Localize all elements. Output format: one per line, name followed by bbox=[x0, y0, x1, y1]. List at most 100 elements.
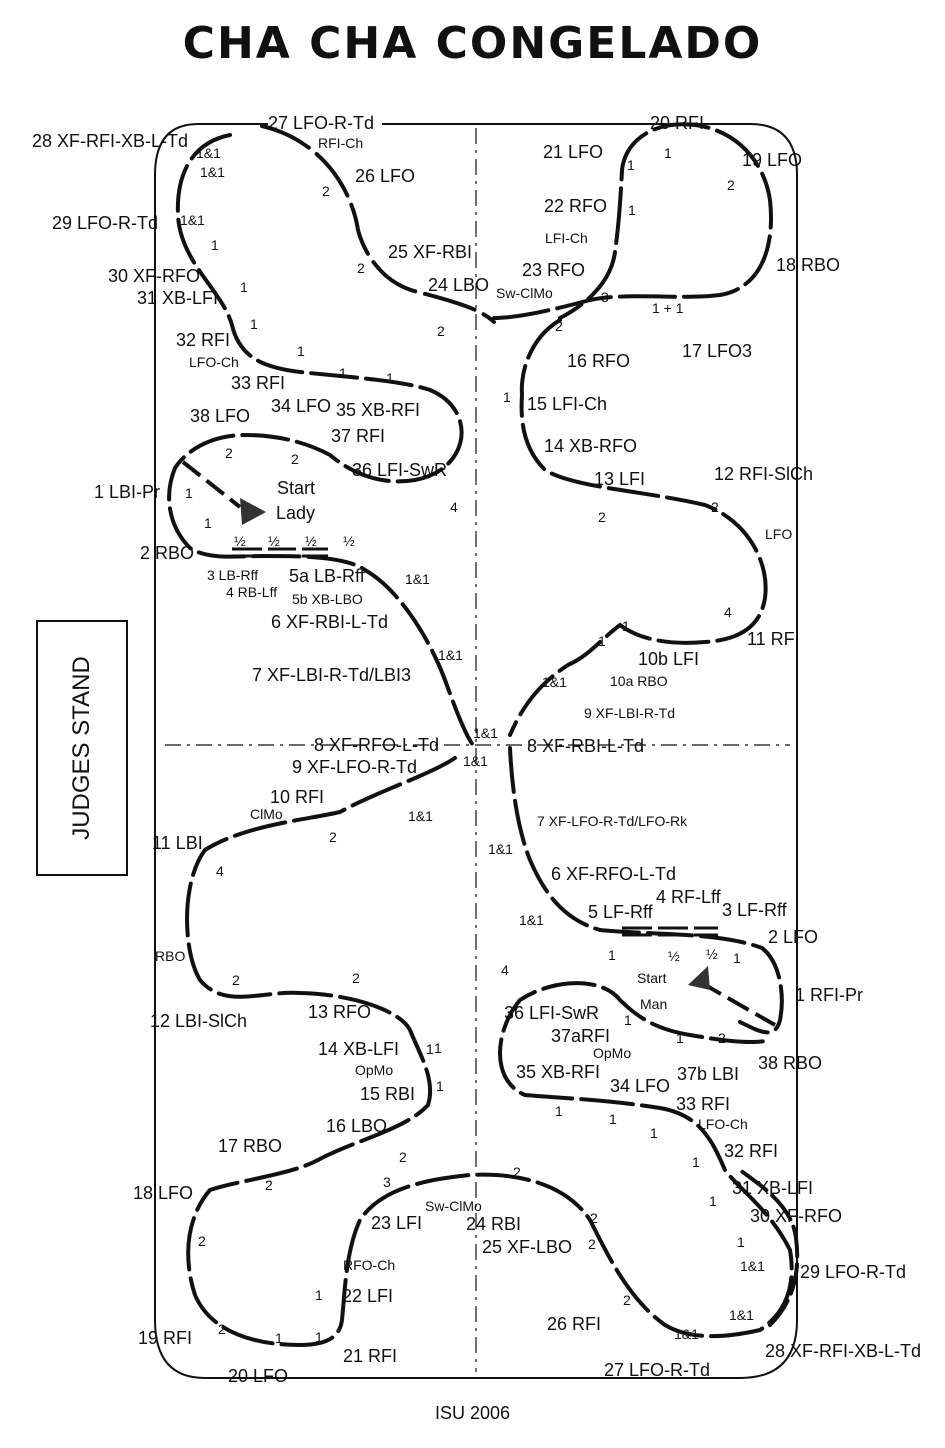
lady-step-label-59: Lady bbox=[276, 503, 315, 523]
man-step-label-69: 25 XF-LBO bbox=[482, 1237, 572, 1257]
lady-step-label-51: 13 LFI bbox=[594, 469, 645, 489]
lady-step-label-67: 3 LB-Rff bbox=[207, 567, 258, 583]
man-step-label-57: 2 bbox=[265, 1177, 273, 1193]
lady-step-label-19: 2 bbox=[322, 183, 330, 199]
man-step-label-37: OpMo bbox=[593, 1045, 631, 1061]
lady-step-label-71: 5b XB-LBO bbox=[292, 591, 363, 607]
lady-step-label-45: 37 RFI bbox=[331, 426, 385, 446]
man-step-label-32: 1 bbox=[426, 1041, 434, 1057]
lady-step-label-15: 29 LFO-R-Td bbox=[52, 213, 158, 233]
man-step-label-20: ½ bbox=[668, 948, 680, 964]
lady-step-label-22: 23 RFO bbox=[522, 260, 585, 280]
lady-step-label-82: 9 XF-LBI-R-Td bbox=[584, 705, 675, 721]
lady-step-label-8: 1 bbox=[627, 157, 635, 173]
lady-step-label-70: 4 RB-Lff bbox=[226, 584, 277, 600]
lady-step-label-11: 2 bbox=[727, 177, 735, 193]
lady-step-label-23: Sw-ClMo bbox=[496, 285, 553, 301]
lady-step-label-69: 1&1 bbox=[405, 571, 430, 587]
man-step-label-78: 1&1 bbox=[729, 1307, 754, 1323]
lady-step-label-54: 1 LBI-Pr bbox=[94, 482, 160, 502]
lady-step-label-81: 10a RBO bbox=[610, 673, 668, 689]
rink-outline bbox=[154, 123, 798, 1379]
lady-step-label-50: 36 LFI-SwR bbox=[352, 460, 447, 480]
lady-step-label-20: 2 bbox=[357, 260, 365, 276]
footer-credit: ISU 2006 bbox=[434, 1403, 511, 1423]
man-step-label-24: 4 bbox=[501, 962, 509, 978]
man-step-label-9: 11 LBI bbox=[152, 833, 203, 853]
lady-step-label-30: 2 bbox=[437, 323, 445, 339]
lady-step-label-17: 1 bbox=[211, 237, 219, 253]
lady-step-label-53: Start bbox=[277, 478, 315, 498]
man-step-label-71: 1 bbox=[737, 1234, 745, 1250]
lady-step-label-13: 22 RFO bbox=[544, 196, 607, 216]
lady-step-label-40: 1 bbox=[386, 370, 394, 386]
man-step-label-54: 32 RFI bbox=[724, 1141, 778, 1161]
lady-step-label-33: 1 bbox=[250, 316, 258, 332]
lady-step-label-5: 1&1 bbox=[200, 164, 225, 180]
man-step-label-86: 21 RFI bbox=[343, 1346, 397, 1366]
lady-step-label-10: 19 LFO bbox=[742, 150, 802, 170]
man-step-label-84: 1 bbox=[315, 1329, 323, 1345]
man-step-label-42: 37b LBI bbox=[677, 1064, 739, 1084]
man-step-label-15: 3 LF-Rff bbox=[722, 900, 788, 920]
lady-track bbox=[167, 122, 773, 750]
man-step-label-25: 2 bbox=[232, 972, 240, 988]
lady-step-label-32: 32 RFI bbox=[176, 330, 230, 350]
man-step-label-16: 1&1 bbox=[519, 912, 544, 928]
man-step-label-17: 2 LFO bbox=[768, 927, 818, 947]
man-step-label-40: OpMo bbox=[355, 1062, 393, 1078]
man-step-label-53: 2 bbox=[399, 1149, 407, 1165]
man-step-label-26: 2 bbox=[352, 970, 360, 986]
lady-step-label-16: LFI-Ch bbox=[545, 230, 588, 246]
man-step-label-11: 4 bbox=[216, 863, 224, 879]
man-step-label-76: 22 LFI bbox=[342, 1286, 393, 1306]
man-step-label-83: 1 bbox=[275, 1330, 283, 1346]
page-title: CHA CHA CONGELADO bbox=[182, 18, 763, 69]
lady-step-label-28: 31 XB-LFI bbox=[137, 288, 218, 308]
man-step-label-45: 35 XB-RFI bbox=[516, 1062, 600, 1082]
man-step-label-46: 34 LFO bbox=[610, 1076, 670, 1096]
man-track bbox=[185, 746, 800, 1348]
man-step-label-62: 1 bbox=[709, 1193, 717, 1209]
man-start-arrow bbox=[688, 966, 710, 990]
lady-step-label-44: 38 LFO bbox=[190, 406, 250, 426]
lady-step-label-83: 1&1 bbox=[473, 725, 498, 741]
lady-step-label-46: 14 XB-RFO bbox=[544, 436, 637, 456]
man-step-label-79: 26 RFI bbox=[547, 1314, 601, 1334]
lady-step-label-52: 12 RFI-SlCh bbox=[714, 464, 813, 484]
lady-step-label-4: 1&1 bbox=[196, 145, 221, 161]
lady-step-label-36: 16 RFO bbox=[567, 351, 630, 371]
man-step-label-29: 13 RFO bbox=[308, 1002, 371, 1022]
man-step-label-38: 14 XB-LFI bbox=[318, 1039, 399, 1059]
lady-step-label-1: RFI-Ch bbox=[318, 135, 363, 151]
lady-step-label-43: 15 LFI-Ch bbox=[527, 394, 607, 414]
lady-step-label-31: 2 bbox=[555, 318, 563, 334]
man-step-label-39: 1 bbox=[434, 1040, 442, 1056]
man-step-label-75: 1 bbox=[315, 1287, 323, 1303]
man-step-label-81: 1&1 bbox=[674, 1326, 699, 1342]
man-step-label-63: Sw-ClMo bbox=[425, 1198, 482, 1214]
man-step-label-49: 1 bbox=[609, 1111, 617, 1127]
man-step-label-61: 3 bbox=[383, 1174, 391, 1190]
man-step-label-12: 6 XF-RFO-L-Td bbox=[551, 864, 676, 884]
lady-step-label-74: 11 RFI bbox=[747, 629, 800, 649]
man-step-label-14: 5 LF-Rff bbox=[588, 902, 654, 922]
man-step-label-22: 1 bbox=[733, 950, 741, 966]
man-step-label-0: 8 XF-RFO-L-Td bbox=[314, 735, 439, 755]
man-step-label-8: 2 bbox=[329, 829, 337, 845]
man-step-label-60: 18 LFO bbox=[133, 1183, 193, 1203]
lady-step-label-47: 1 bbox=[503, 389, 511, 405]
lady-step-label-9: 1 bbox=[664, 145, 672, 161]
man-step-label-59: 31 XB-LFI bbox=[732, 1178, 813, 1198]
lady-step-label-66: ½ bbox=[343, 533, 355, 549]
lady-step-label-76: 1 bbox=[598, 633, 606, 649]
man-step-label-74: RFO-Ch bbox=[343, 1257, 395, 1273]
lady-step-label-14: 1 bbox=[628, 202, 636, 218]
man-step-label-43: 15 RBI bbox=[360, 1084, 415, 1104]
lady-step-label-29: 1 + 1 bbox=[652, 300, 684, 316]
lady-step-label-39: 1 bbox=[339, 365, 347, 381]
lady-step-label-35: LFO-Ch bbox=[189, 354, 239, 370]
lady-step-label-25: 1 bbox=[240, 279, 248, 295]
